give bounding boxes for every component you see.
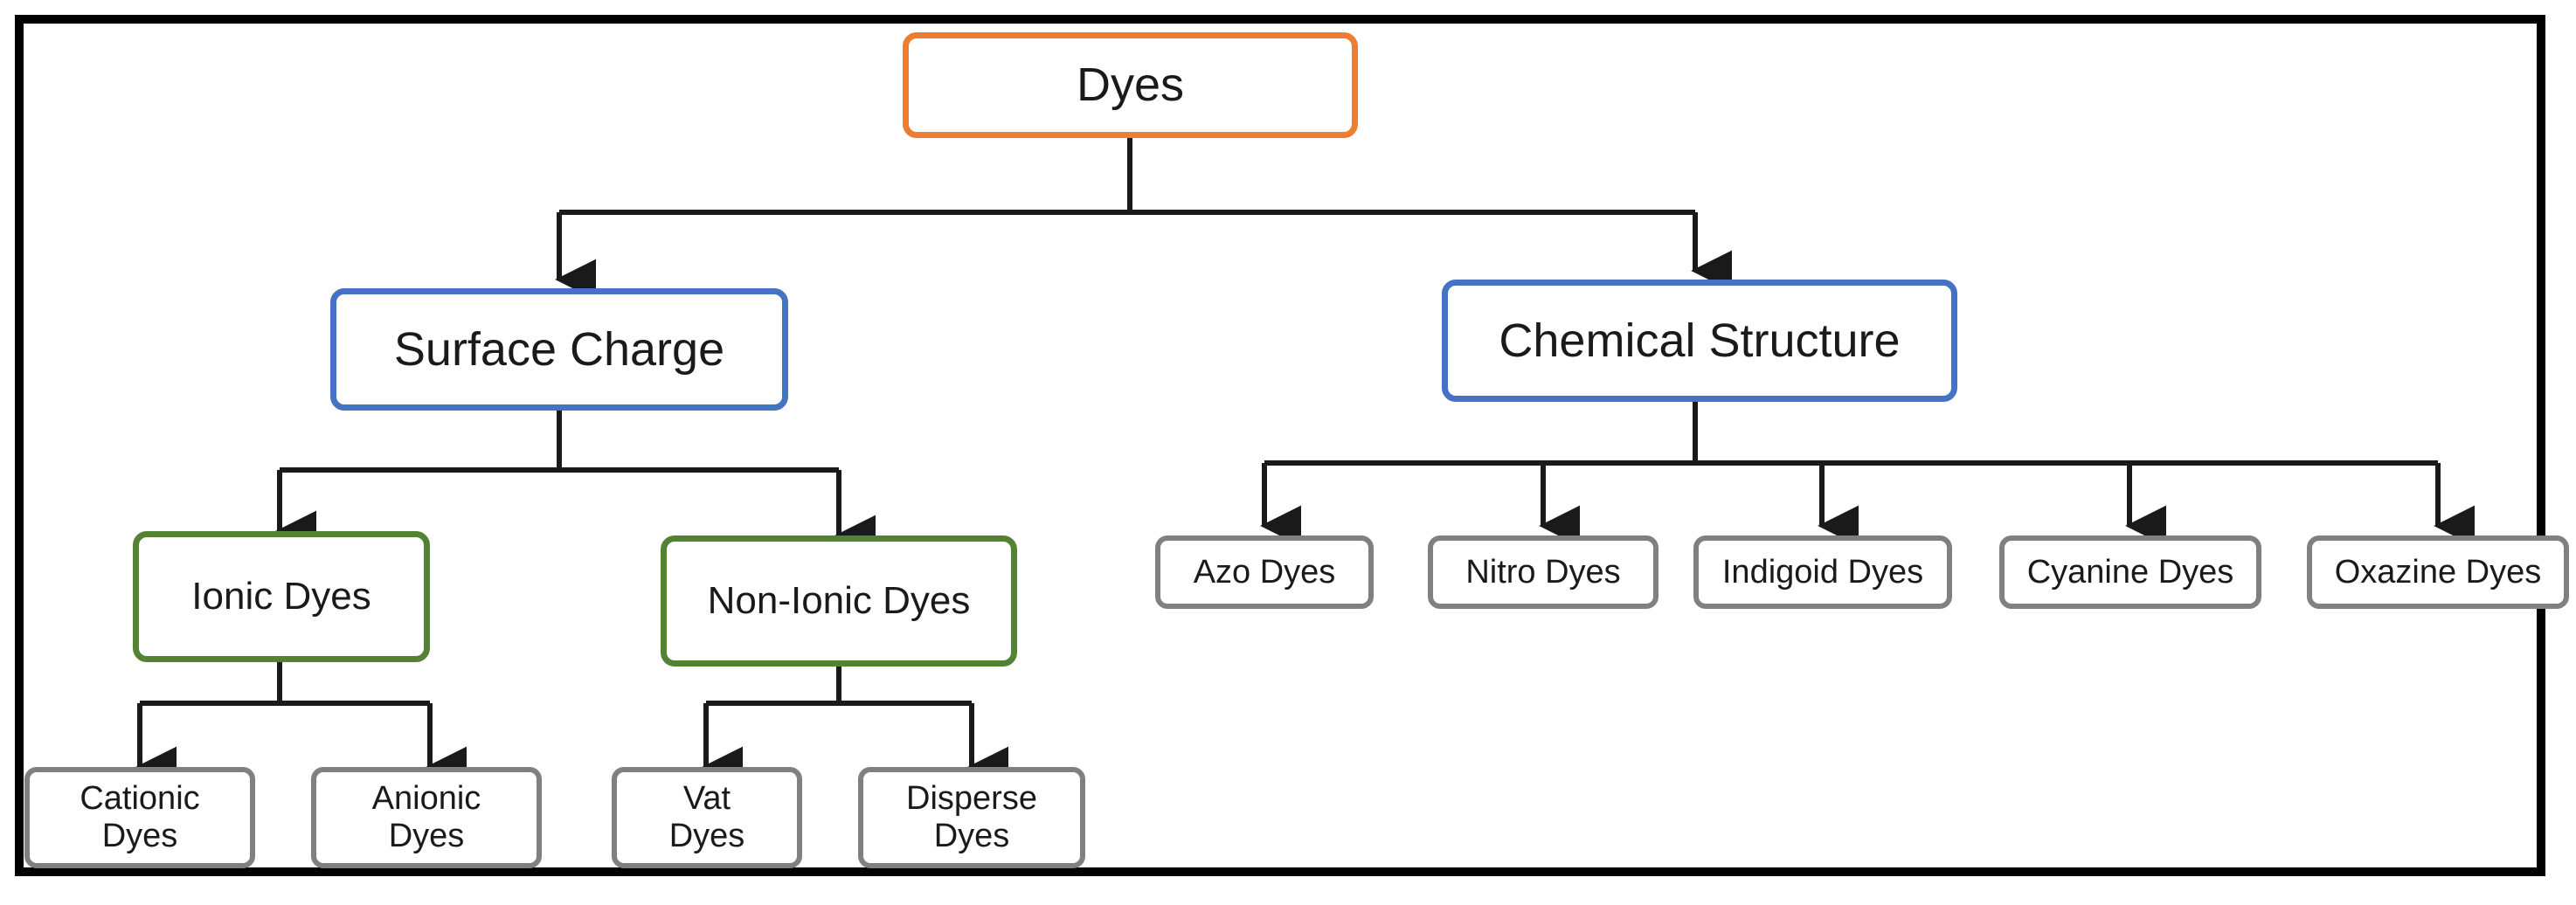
node-cationic-dyes[interactable]: Cationic Dyes — [24, 767, 255, 868]
node-surface-charge[interactable]: Surface Charge — [330, 288, 788, 411]
node-disperse-dyes[interactable]: Disperse Dyes — [858, 767, 1085, 868]
node-azo-dyes[interactable]: Azo Dyes — [1155, 535, 1374, 609]
node-non-ionic-dyes[interactable]: Non-Ionic Dyes — [661, 535, 1017, 667]
node-anionic-dyes[interactable]: Anionic Dyes — [311, 767, 542, 868]
node-cyanine-dyes[interactable]: Cyanine Dyes — [1999, 535, 2261, 609]
node-chemical-structure[interactable]: Chemical Structure — [1442, 280, 1957, 402]
node-dyes[interactable]: Dyes — [903, 32, 1358, 138]
node-ionic-dyes[interactable]: Ionic Dyes — [133, 531, 430, 662]
node-vat-dyes[interactable]: Vat Dyes — [612, 767, 802, 868]
node-nitro-dyes[interactable]: Nitro Dyes — [1428, 535, 1658, 609]
node-indigoid-dyes[interactable]: Indigoid Dyes — [1693, 535, 1952, 609]
diagram-outer-frame — [15, 15, 2545, 876]
node-oxazine-dyes[interactable]: Oxazine Dyes — [2307, 535, 2569, 609]
